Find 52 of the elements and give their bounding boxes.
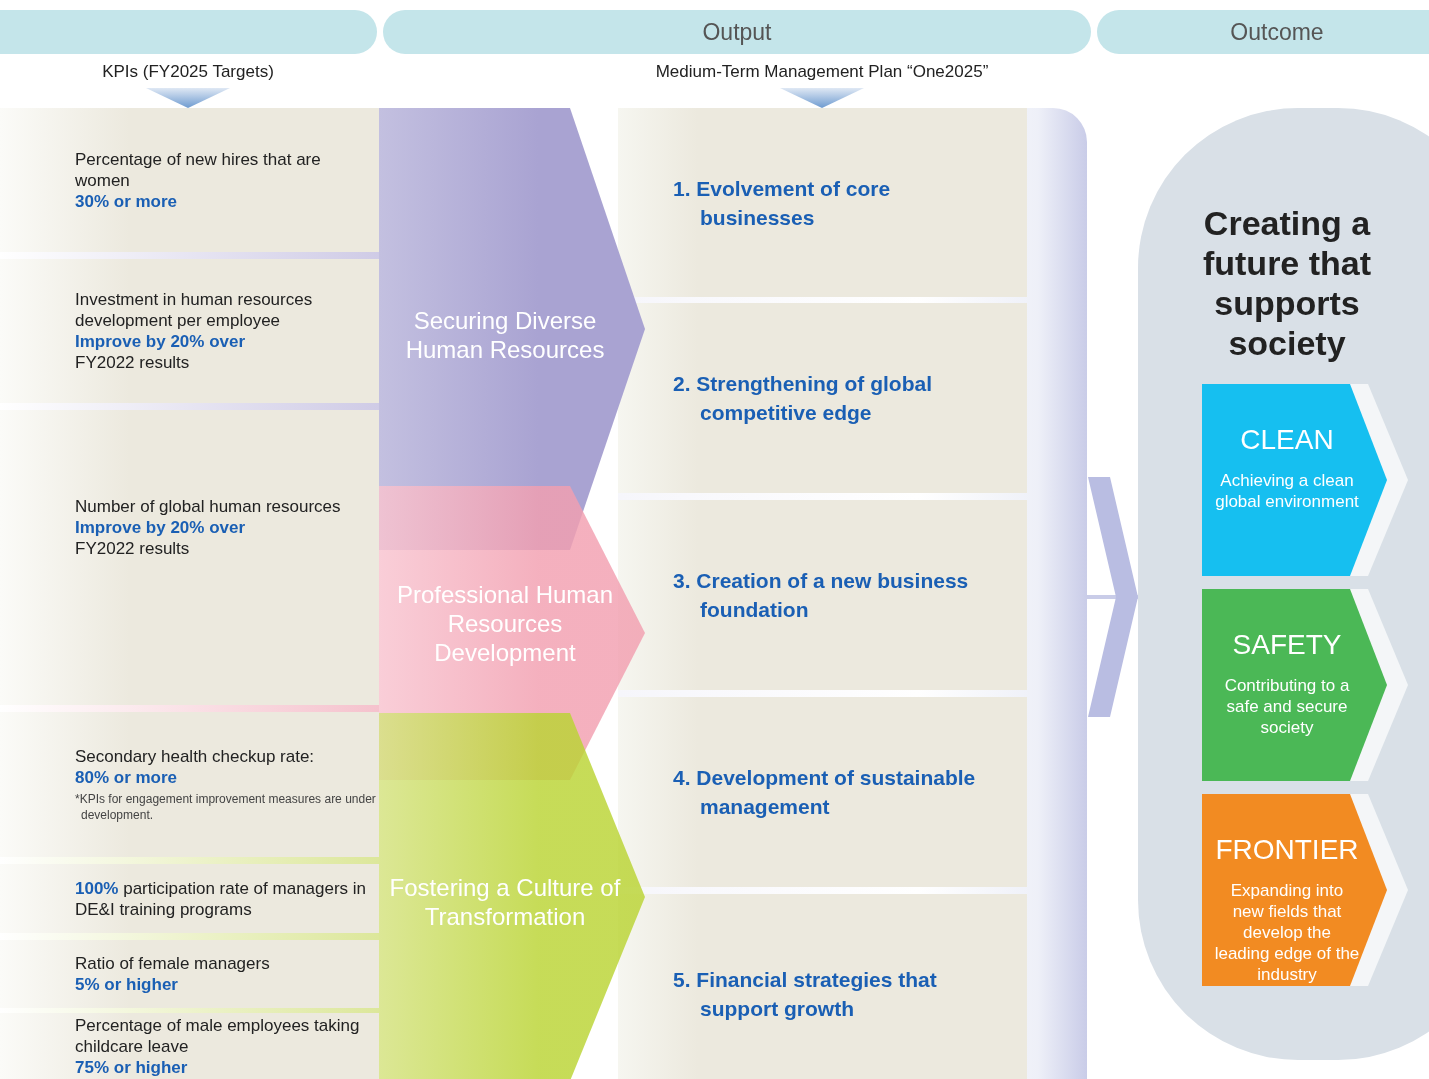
kpi-text: Percentage of new hires that are women (75, 148, 322, 191)
outcome-heading: FRONTIER (1214, 834, 1360, 866)
theme-banner (379, 713, 645, 1079)
kpi-text: Improve by 20% over (75, 517, 247, 538)
kpi-card (0, 1013, 379, 1079)
plan-item-text: 3. Creation of a new business foundation (673, 568, 970, 623)
kpi-text: 100% participation rate of managers in DE&I training programs (75, 877, 368, 920)
theme-title: Securing Diverse Human Resources (404, 306, 606, 364)
kpi-text: Secondary health checkup rate: (75, 746, 316, 767)
kpi-text: Number of global human resources (75, 496, 342, 517)
kpi-text: Percentage of male employees taking childcare leave (75, 1014, 361, 1057)
outcome-title: Creating a future that supports society (1201, 203, 1373, 363)
value-card (1202, 794, 1408, 986)
header-band (383, 10, 1091, 54)
theme-title: Professional Human Resources Development (395, 580, 615, 667)
kpi-card (0, 864, 379, 933)
plan-item-text: 1. Evolvement of core businesses (673, 175, 892, 231)
plan-item-card (618, 108, 1027, 297)
kpi-text: 75% or higher (75, 1056, 189, 1078)
kpi-text: FY2022 results (75, 538, 191, 559)
outcome-description: Contributing to a safe and secure society (1223, 675, 1351, 738)
outcome-description: Expanding into new fields that develop the leading edge of the industry (1214, 880, 1360, 985)
value-card (1202, 384, 1408, 576)
header-band (0, 10, 377, 54)
outcome-heading: SAFETY (1231, 629, 1343, 661)
kpi-text: 80% or more (75, 767, 179, 788)
band-title: Output (702, 18, 772, 46)
band-title: Outcome (1230, 18, 1324, 46)
plan-item-text: 2. Strengthening of global competitive edge (673, 371, 933, 426)
kpi-card (0, 410, 379, 705)
kpi-text: 5% or higher (75, 974, 179, 995)
plan-item-card (618, 500, 1027, 690)
kpi-card (0, 259, 379, 403)
plan-item-text: 4. Development of sustainable management (673, 765, 977, 820)
kpi-text: Improve by 20% over (75, 331, 247, 352)
outcome-heading: CLEAN (1239, 424, 1335, 456)
kpi-text: 30% or more (75, 190, 179, 212)
column-heading: KPIs (FY2025 Targets) (102, 62, 274, 82)
plan-item-text: 5. Financial strategies that support growth (673, 967, 938, 1022)
kpi-text: Investment in human resources development per employee (75, 289, 314, 331)
plan-item-card (618, 894, 1027, 1079)
header-band (1097, 10, 1429, 54)
kpi-text: FY2022 results (75, 352, 191, 373)
plan-item-card (618, 303, 1027, 493)
column-heading: Medium-Term Management Plan “One2025” (655, 62, 989, 82)
kpi-card (0, 940, 379, 1008)
kpi-text: Ratio of female managers (75, 953, 271, 974)
kpi-card (0, 712, 379, 857)
theme-title: Fostering a Culture of Transformation (388, 873, 622, 931)
outcome-description: Achieving a clean global environment (1214, 470, 1360, 512)
footnote-text: *KPIs for engagement improvement measures are under development. (75, 791, 377, 823)
value-card (1202, 589, 1408, 781)
